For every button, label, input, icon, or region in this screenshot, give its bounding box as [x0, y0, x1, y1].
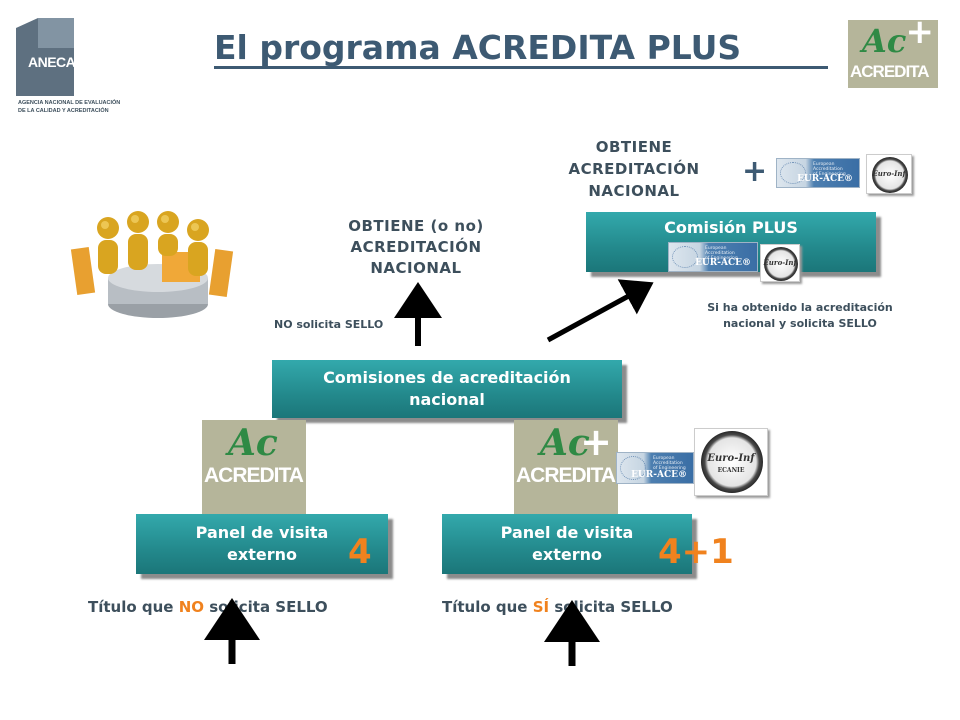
- plus-sign: +: [742, 154, 768, 189]
- euro-inf-seal-icon: [764, 247, 798, 281]
- eur-ace-badge-label: EUR-ACE®: [695, 258, 751, 268]
- diagonal-arrow-icon: [546, 279, 654, 343]
- euro-inf-badge-label: Euro-Inf: [872, 169, 906, 178]
- euro-inf-seal-icon: [872, 157, 908, 193]
- titulo-si-solicita-sello-label: Título que SÍ solicita SELLO: [442, 598, 673, 616]
- team-meeting-illustration: [70, 211, 234, 318]
- euro-inf-seal-icon: [701, 431, 763, 493]
- euro-inf-badge-label: Euro-Inf: [763, 258, 797, 267]
- title-underline: [214, 66, 828, 69]
- euro-inf-badge: Euro-Inf: [760, 244, 800, 282]
- eur-ace-badge-text: of Engineering: [653, 466, 686, 471]
- eur-ace-badge-text: of Engineering: [705, 256, 738, 261]
- obtiene-o-no-acreditacion-label: OBTIENE (o no) ACREDITACIÓN NACIONAL: [348, 217, 484, 277]
- eur-ace-badge-text: European: [813, 162, 835, 167]
- titulo-prefix: Título que: [442, 598, 533, 616]
- si-ha-obtenido-label: Si ha obtenido la acreditación nacional …: [707, 301, 893, 330]
- titulo-no-solicita-sello-label: Título que NO solicita SELLO: [88, 598, 328, 616]
- obtiene-acreditacion-label: OBTIENE ACREDITACIÓN NACIONAL: [568, 138, 700, 200]
- panel-label-line-2: externo: [532, 545, 602, 564]
- comisiones-label-line-1: Comisiones de acreditación: [323, 368, 571, 387]
- titulo-no-highlight: NO: [178, 598, 205, 616]
- plus-logo-mark: +: [905, 20, 935, 52]
- panel-member-count-left: 4: [348, 532, 372, 572]
- aneca-subtitle-line-1: AGENCIA NACIONAL DE EVALUACIÓN: [18, 100, 121, 106]
- panel-label-line-2: externo: [227, 545, 297, 564]
- panel-visita-externo-box: Panel de visita externo: [442, 514, 692, 574]
- panel-visita-externo-box: Panel de visita externo: [136, 514, 388, 574]
- no-solicita-sello-label: NO solicita SELLO: [274, 318, 384, 331]
- plus-logo-mark: +: [580, 420, 612, 464]
- ac-logo-text: Ac: [228, 422, 278, 464]
- page-title: El programa ACREDITA PLUS: [214, 28, 742, 67]
- aneca-logo-word: ANECA: [28, 54, 76, 70]
- eur-ace-badge: European Accreditation of Engineering EU…: [668, 242, 758, 272]
- euro-inf-badge-label: Euro-Inf: [707, 453, 755, 464]
- acredita-logo-word: ACREDITA: [204, 464, 304, 487]
- acredita-plus-logo: Ac + ACREDITA: [514, 420, 618, 514]
- eur-ace-badge: European Accreditation of Engineering EU…: [616, 452, 694, 484]
- eu-stars-icon: [620, 456, 646, 480]
- eu-stars-icon: [672, 246, 698, 268]
- eur-ace-badge-label: EUR-ACE®: [631, 470, 687, 480]
- comision-plus-label: Comisión PLUS: [664, 218, 798, 237]
- eur-ace-badge-text: European: [705, 246, 727, 251]
- eu-stars-icon: [780, 162, 806, 184]
- acredita-logo-word: ACREDITA: [850, 62, 930, 81]
- acredita-plus-logo: Ac + ACREDITA: [848, 20, 938, 88]
- euro-inf-badge: Euro-Inf ECANIE: [694, 428, 768, 496]
- acredita-logo-word: ACREDITA: [516, 464, 616, 487]
- aneca-subtitle-line-2: DE LA CALIDAD Y ACREDITACIÓN: [18, 108, 109, 114]
- eur-ace-badge-text: Accreditation: [705, 251, 735, 256]
- titulo-prefix: Título que: [88, 598, 179, 616]
- comisiones-acreditacion-nacional-box: Comisiones de acreditación nacional: [272, 360, 622, 418]
- eur-ace-badge-text: of Engineering: [813, 172, 846, 177]
- aneca-logo: ANECA AGENCIA NACIONAL DE EVALUACIÓN DE …: [8, 8, 123, 118]
- panel-label-line-1: Panel de visita: [500, 523, 634, 542]
- eur-ace-badge-text: Accreditation: [813, 167, 843, 172]
- titulo-suffix: solicita SELLO: [549, 598, 673, 616]
- acredita-logo: Ac ACREDITA: [202, 420, 306, 514]
- panel-label-line-1: Panel de visita: [195, 523, 329, 542]
- eur-ace-badge-label: EUR-ACE®: [797, 174, 853, 184]
- euro-inf-badge: Euro-Inf: [866, 154, 912, 194]
- ac-logo-text: Ac: [540, 422, 590, 464]
- euro-inf-badge-sublabel: ECANIE: [717, 467, 745, 474]
- titulo-si-highlight: SÍ: [532, 598, 550, 616]
- eur-ace-badge-text: European: [653, 456, 675, 461]
- titulo-suffix: solicita SELLO: [204, 598, 328, 616]
- aneca-logo-mark: [16, 18, 74, 96]
- ac-logo-text: Ac: [862, 22, 907, 60]
- panel-member-count-right: 4+1: [658, 532, 734, 572]
- eur-ace-badge: European Accreditation of Engineering EU…: [776, 158, 860, 188]
- comisiones-label-line-2: nacional: [409, 390, 485, 409]
- eur-ace-badge-text: Accreditation: [653, 461, 683, 466]
